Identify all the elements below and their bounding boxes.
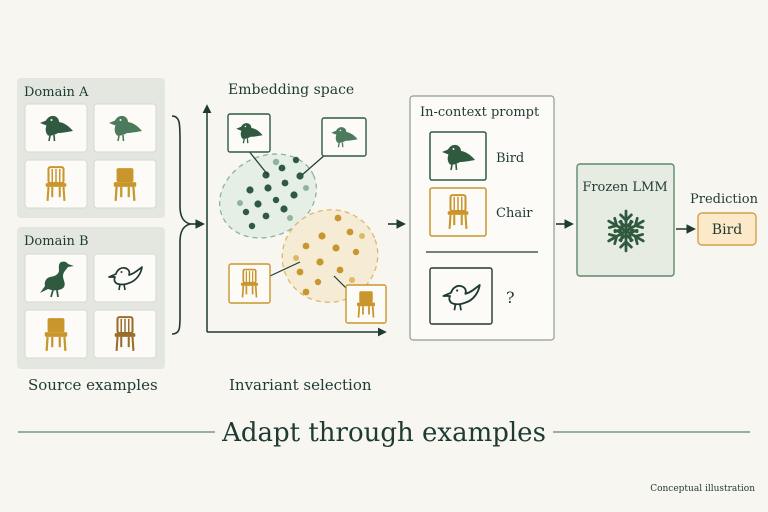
domain-b-panel: Domain B: [17, 227, 165, 369]
domain-b-heron-tile: [24, 253, 88, 303]
conceptual-note: Conceptual illustration: [650, 484, 755, 494]
prompt-query: ?: [429, 267, 515, 325]
domain-a-bird-1-tile: [24, 103, 88, 153]
headline: Adapt through examples: [221, 418, 546, 448]
chair-cluster-light-points: [293, 233, 365, 283]
grouping-brace: [171, 115, 193, 335]
prompt-example-chair: Chair: [429, 187, 533, 237]
source-caption: Source examples: [28, 376, 158, 394]
domain-b-chair-1-tile: [24, 309, 88, 359]
prompt-example-bird-label: Bird: [496, 151, 524, 166]
domain-b-chair-2-tile: [93, 309, 157, 359]
embedding-callout-bird-2: [301, 117, 367, 176]
prediction-box: Bird: [697, 212, 757, 246]
prompt-example-chair-label: Chair: [496, 206, 533, 221]
embedding-callout-bird-1: [227, 113, 271, 176]
domain-b-label: Domain B: [24, 234, 89, 249]
prediction-value: Bird: [712, 222, 742, 238]
domain-b-sketch-bird-tile: [93, 253, 157, 303]
embedding-callout-chair-1: [228, 261, 301, 304]
bird-cluster-points: [242, 156, 304, 230]
embedding-callout-chair-2: [333, 275, 387, 324]
prediction-title: Prediction: [690, 192, 759, 207]
chair-cluster-points: [296, 214, 360, 296]
domain-a-panel: Domain A: [17, 78, 165, 218]
prompt-example-bird: Bird: [429, 131, 524, 181]
embedding-axes: [202, 104, 387, 337]
chair-cluster: [281, 209, 379, 303]
domain-a-chair-2-tile: [93, 159, 157, 209]
embedding-caption: Invariant selection: [229, 376, 372, 394]
bird-cluster-light-points: [237, 158, 309, 221]
bird-cluster: [218, 153, 318, 239]
prompt-panel: In-context prompt Bird Chair ?: [409, 95, 555, 341]
query-mark: ?: [506, 288, 515, 307]
domain-a-chair-1-tile: [24, 159, 88, 209]
prompt-title: In-context prompt: [420, 105, 540, 120]
domain-a-bird-2-tile: [93, 103, 157, 153]
domain-a-label: Domain A: [24, 85, 89, 100]
frozen-lmm-label: Frozen LMM: [582, 180, 667, 195]
frozen-lmm-box: Frozen LMM: [576, 163, 675, 277]
embedding-title: Embedding space: [228, 82, 354, 98]
